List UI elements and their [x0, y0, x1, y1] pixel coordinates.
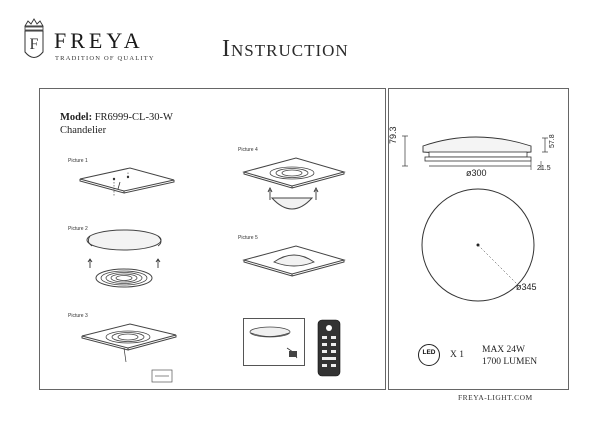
spec-power: MAX 24W: [482, 345, 526, 355]
svg-text:F: F: [30, 36, 39, 53]
picture-3-label: Picture 3: [68, 313, 88, 319]
picture-2-diagram: [86, 229, 162, 288]
model-type: Chandelier: [60, 125, 107, 136]
brand-logo: F FREYA TRADITION OF QUALITY: [22, 18, 162, 68]
dim-height-body: 57.8: [549, 134, 556, 148]
top-view-diagram: [421, 188, 535, 302]
remote-illustration: [243, 318, 305, 366]
picture-5-label: Picture 5: [238, 235, 258, 241]
picture-4-label: Picture 4: [238, 147, 258, 153]
website: FREYA-LIGHT.COM: [458, 393, 533, 402]
model-line: Model: FR6999-CL-30-W: [60, 112, 173, 123]
remote-control-icon: [317, 319, 341, 377]
led-badge-label: LED: [422, 349, 436, 356]
dim-diameter-top: ø300: [466, 168, 487, 178]
assembly-panel: [39, 88, 386, 390]
picture-5-diagram: [242, 245, 346, 277]
picture-1-diagram: [79, 167, 175, 197]
spec-panel: [388, 88, 569, 390]
dim-diameter-bottom: ø345: [516, 282, 537, 292]
picture-3-diagram: [81, 323, 177, 383]
picture-1-label: Picture 1: [68, 158, 88, 164]
brand-tagline: TRADITION OF QUALITY: [55, 55, 155, 62]
picture-4-diagram: [242, 157, 346, 210]
lamp-remote-icon: [249, 326, 298, 359]
model-label: Model:: [60, 112, 93, 123]
led-count: X 1: [450, 350, 464, 360]
crown-shield-icon: F: [24, 18, 44, 58]
dim-height-total: 79.3: [388, 126, 398, 144]
brand-name: FREYA: [54, 28, 144, 53]
spec-lumen: 1700 LUMEN: [482, 357, 538, 367]
picture-2-label: Picture 2: [68, 226, 88, 232]
page-title: Instruction: [222, 36, 349, 62]
profile-diagram: [402, 135, 548, 170]
led-badge: [418, 344, 440, 366]
dim-offset: 21.5: [537, 165, 551, 172]
model-code: FR6999-CL-30-W: [94, 112, 173, 123]
